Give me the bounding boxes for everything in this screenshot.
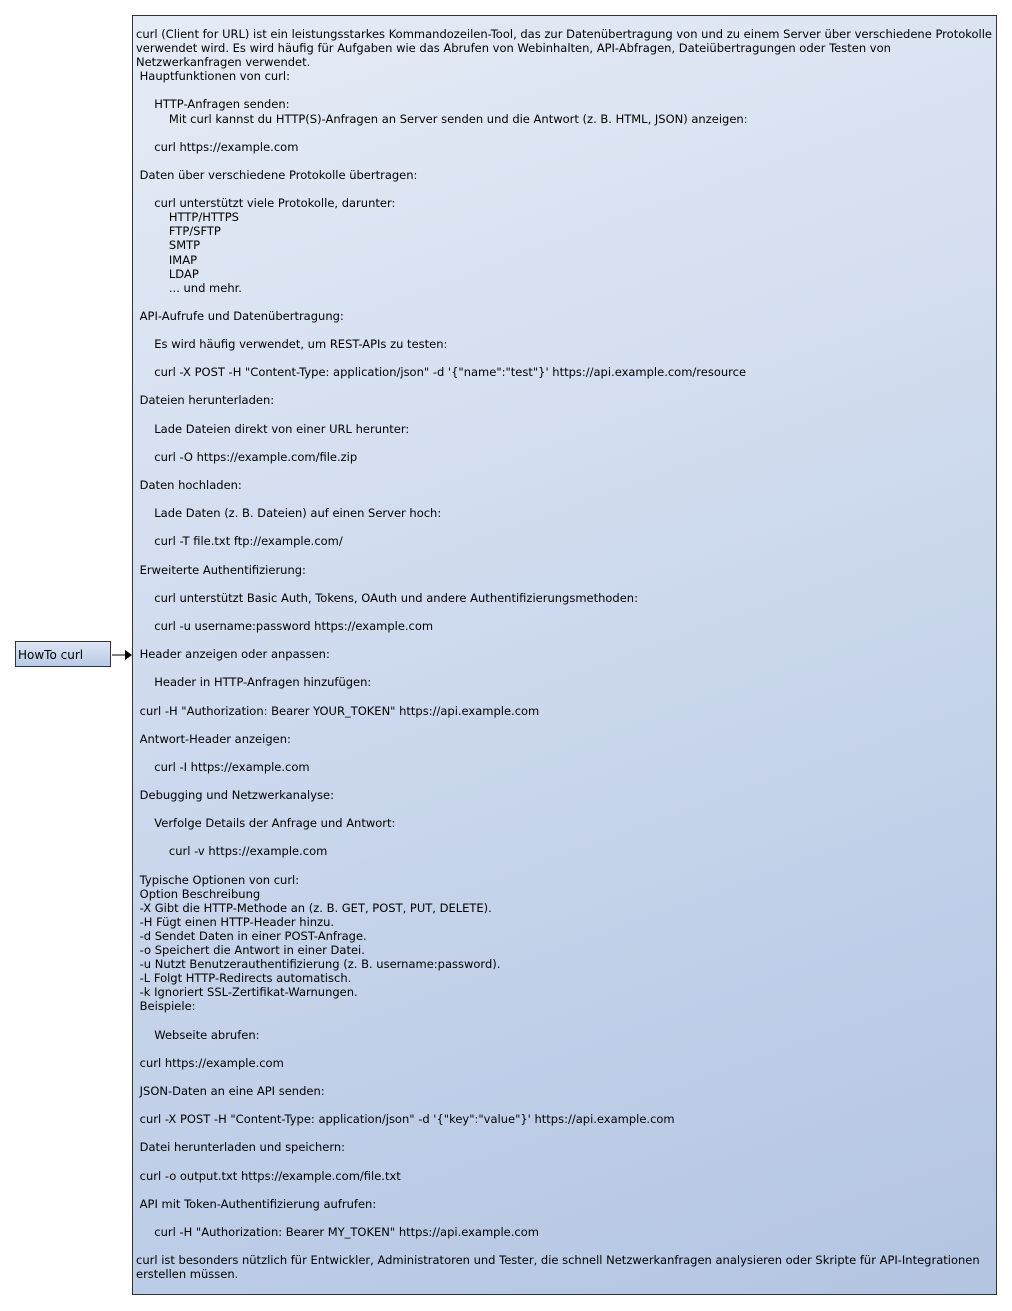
- text-line: Option Beschreibung: [136, 886, 261, 901]
- text-line: curl -T file.txt ftp://example.com/: [136, 534, 343, 549]
- text-line: curl -X POST -H "Content-Type: applicati…: [136, 365, 747, 380]
- text-line: Hauptfunktionen von curl:: [136, 69, 290, 84]
- text-line: IMAP: [136, 252, 198, 267]
- text-line: [136, 464, 992, 478]
- text-line: API-Aufrufe und Datenübertragung:: [136, 308, 344, 323]
- text-line: curl -o output.txt https://example.com/f…: [136, 1168, 401, 1183]
- text-line: [136, 520, 992, 534]
- text-line: Lade Dateien direkt von einer URL herunt…: [136, 421, 410, 436]
- text-line: curl -u username:password https://exampl…: [136, 618, 434, 633]
- text-line: -L Folgt HTTP-Redirects automatisch.: [136, 971, 352, 986]
- text-line: [136, 351, 992, 365]
- text-line: Webseite abrufen:: [136, 1027, 260, 1042]
- source-node[interactable]: HowTo curl: [15, 641, 111, 667]
- text-line: [136, 1183, 992, 1197]
- text-line: [136, 1098, 992, 1112]
- text-line: [136, 126, 992, 140]
- text-line: curl -X POST -H "Content-Type: applicati…: [136, 1112, 675, 1127]
- text-line: Verfolge Details der Anfrage und Antwort…: [136, 816, 396, 831]
- text-line: LDAP: [136, 266, 199, 281]
- text-line: Beispiele:: [136, 999, 196, 1014]
- text-line: [136, 408, 992, 422]
- text-line: [136, 830, 992, 844]
- text-line: -H Fügt einen HTTP-Header hinzu.: [136, 914, 335, 929]
- text-line: [136, 746, 992, 760]
- text-lines: Hauptfunktionen von curl: HTTP-Anfragen …: [136, 69, 992, 1253]
- text-line: Typische Optionen von curl:: [136, 872, 300, 887]
- text-line: [136, 379, 992, 393]
- text-line: -d Sendet Daten in einer POST-Anfrage.: [136, 929, 367, 943]
- text-line: ... und mehr.: [136, 280, 242, 295]
- text-line: [136, 605, 992, 619]
- text-line: curl -O https://example.com/file.zip: [136, 449, 358, 464]
- target-node[interactable]: curl (Client for URL) ist ein leistungss…: [132, 15, 997, 1295]
- text-line: Dateien herunterladen:: [136, 393, 275, 408]
- text-line: curl -v https://example.com: [136, 844, 328, 859]
- text-line: [136, 802, 992, 816]
- text-line: [136, 323, 992, 337]
- text-line: [136, 577, 992, 591]
- text-line: -o Speichert die Antwort in einer Datei.: [136, 943, 365, 958]
- text-line: Header in HTTP-Anfragen hinzufügen:: [136, 675, 372, 690]
- text-line: Mit curl kannst du HTTP(S)-Anfragen an S…: [136, 111, 748, 126]
- text-line: HTTP/HTTPS: [136, 210, 239, 225]
- text-line: Lade Daten (z. B. Dateien) auf einen Ser…: [136, 506, 442, 521]
- text-line: SMTP: [136, 238, 201, 253]
- text-line: [136, 1070, 992, 1084]
- text-line: -k Ignoriert SSL-Zertifikat-Warnungen.: [136, 985, 358, 1000]
- text-line: Daten über verschiedene Protokolle übert…: [136, 167, 418, 182]
- text-line: -X Gibt die HTTP-Methode an (z. B. GET, …: [136, 900, 492, 915]
- text-line: API mit Token-Authentifizierung aufrufen…: [136, 1196, 377, 1211]
- text-line: [136, 1042, 992, 1056]
- text-line: [136, 1239, 992, 1253]
- text-line: HTTP-Anfragen senden:: [136, 97, 290, 112]
- text-line: [136, 548, 992, 562]
- text-line: [136, 154, 992, 168]
- text-line: curl unterstützt Basic Auth, Tokens, OAu…: [136, 590, 638, 605]
- text-line: curl unterstützt viele Protokolle, darun…: [136, 196, 396, 211]
- text-line: [136, 492, 992, 506]
- text-line: Es wird häufig verwendet, um REST-APIs z…: [136, 337, 448, 352]
- text-line: [136, 1126, 992, 1140]
- text-line: [136, 633, 992, 647]
- text-line: [136, 718, 992, 732]
- text-line: Antwort-Header anzeigen:: [136, 731, 291, 746]
- text-line: FTP/SFTP: [136, 224, 221, 239]
- text-line: [136, 436, 992, 450]
- text-line: Datei herunterladen und speichern:: [136, 1140, 346, 1155]
- text-line: [136, 661, 992, 675]
- text-line: [136, 859, 992, 873]
- text-line: [136, 689, 992, 703]
- text-line: [136, 1155, 992, 1169]
- outro-text: curl ist besonders nützlich für Entwickl…: [136, 1253, 980, 1282]
- text-line: [136, 182, 992, 196]
- text-line: JSON-Daten an eine API senden:: [136, 1084, 325, 1099]
- text-line: Debugging und Netzwerkanalyse:: [136, 788, 334, 803]
- text-line: [136, 295, 992, 309]
- text-line: Header anzeigen oder anpassen:: [136, 647, 330, 662]
- text-line: [136, 1211, 992, 1225]
- text-line: Daten hochladen:: [136, 478, 242, 492]
- text-line: curl https://example.com: [136, 139, 299, 154]
- intro-text: curl (Client for URL) ist ein leistungss…: [136, 27, 992, 70]
- text-line: -u Nutzt Benutzerauthentifizierung (z. B…: [136, 957, 501, 972]
- text-line: curl -H "Authorization: Bearer YOUR_TOKE…: [136, 703, 540, 718]
- text-line: [136, 83, 992, 97]
- text-line: curl -H "Authorization: Bearer MY_TOKEN"…: [136, 1224, 539, 1239]
- text-line: [136, 1014, 992, 1028]
- text-line: curl https://example.com: [136, 1055, 284, 1070]
- text-line: curl -I https://example.com: [136, 759, 310, 774]
- text-line: [136, 774, 992, 788]
- text-line: Erweiterte Authentifizierung:: [136, 562, 306, 577]
